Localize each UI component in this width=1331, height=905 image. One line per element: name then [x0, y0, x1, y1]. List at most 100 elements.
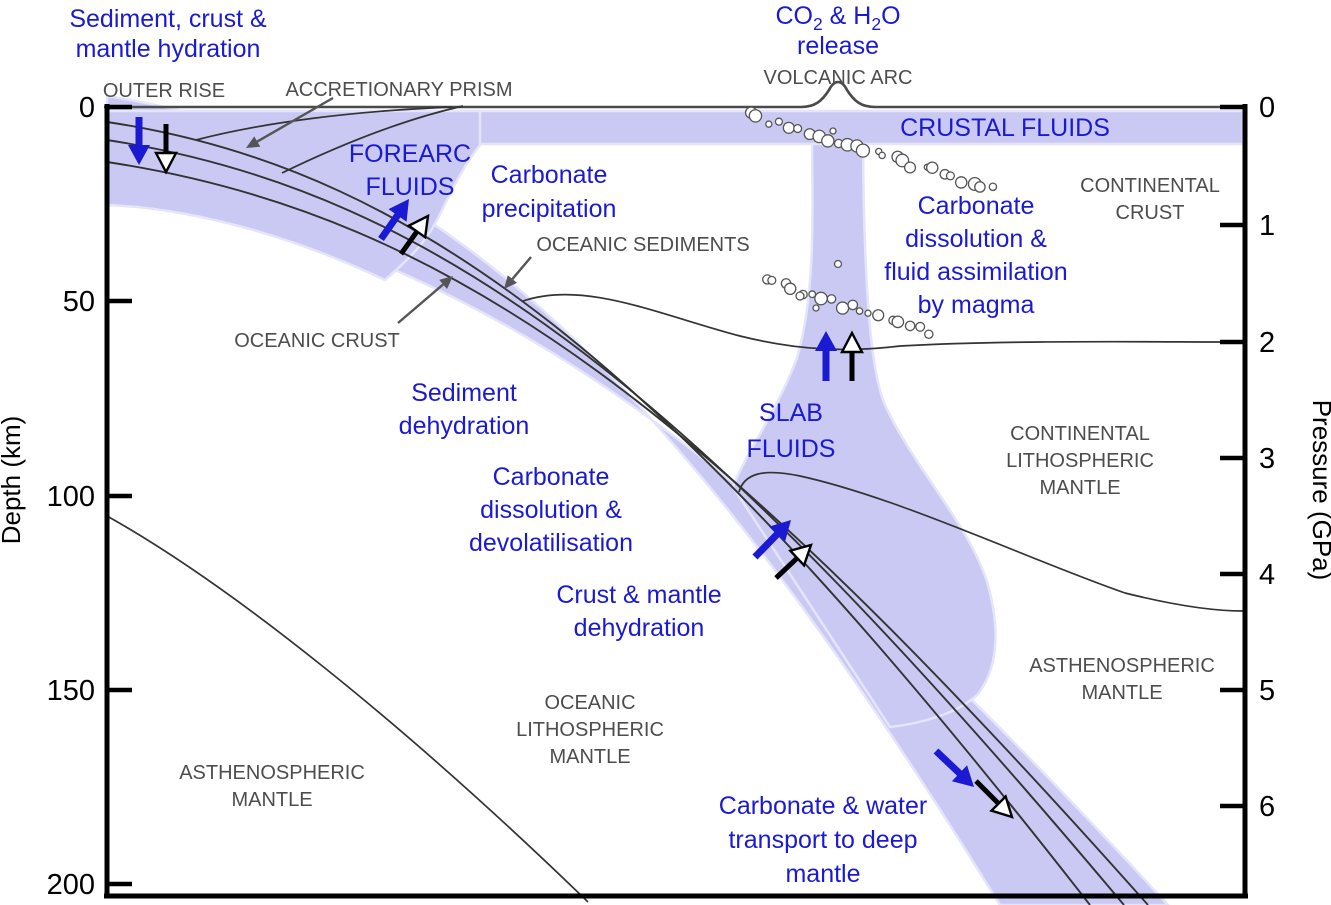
slab-mid-fluid-arrow-open: [774, 543, 813, 580]
magma-bubble-trail-lower-bubble: [835, 301, 850, 315]
magma-bubble-trail-lower-bubble: [924, 329, 934, 339]
slab-line-crust-base: [106, 161, 1149, 905]
continental-moho-line: [522, 293, 1244, 351]
label-oceanic-sediments: OCEANIC SEDIMENTS: [536, 234, 749, 256]
magma-bubble-trail-upper-bubble: [945, 171, 956, 181]
magma-bubble: [812, 304, 820, 312]
magma-bubble: [795, 291, 805, 301]
left-axis-tick-label: 150: [47, 675, 95, 707]
left-axis-title: Depth (km): [0, 416, 26, 545]
magma-bubble-trail-lower-bubble: [891, 315, 905, 329]
right-axis-tick-label: 2: [1259, 327, 1275, 359]
slab-line-crust-top: [106, 139, 1125, 905]
prism-line-outer: [195, 106, 453, 141]
oceanic-sediments-callout-arrow: [504, 256, 532, 289]
label-accretionary-prism: ACCRETIONARY PRISM: [285, 79, 512, 101]
magma-bubble: [833, 259, 843, 269]
magma-bubble-trail-lower-bubble: [847, 299, 859, 311]
slab-deep-fluid-arrow-open-shaft: [974, 779, 1002, 807]
right-axis-tick-label: 6: [1259, 791, 1275, 823]
label-volcanic-arc: VOLCANIC ARC: [764, 67, 913, 89]
forearc-fluids-wedge: [105, 109, 482, 282]
label-outer-rise: OUTER RISE: [103, 80, 225, 102]
magma-bubble-trail-upper-bubble: [774, 117, 784, 126]
magma-bubble-trail-upper-bubble: [748, 109, 763, 123]
magma-bubble-trail-lower-bubble: [783, 282, 797, 296]
magma-bubble-trail-lower-bubble: [864, 309, 872, 317]
accretionary-prism-callout-arrow-head: [246, 136, 261, 148]
flux-arrows: [128, 96, 1014, 819]
magma-bubble-trail-lower-bubble: [915, 321, 926, 332]
forearc-fluid-arrow-open-shaft: [398, 228, 421, 256]
slab-mid-fluid-arrow-blue: [752, 520, 791, 560]
magma-bubble-trail-upper-bubble: [954, 176, 968, 189]
magma-bubble-trail-lower-bubble: [767, 275, 777, 285]
slab-mid-fluid-arrow-blue-shape: [752, 520, 791, 560]
magma-bubble-trail-upper-bubble: [782, 121, 795, 134]
fluid-regions: [105, 94, 1245, 905]
prism-line-inner: [281, 105, 464, 174]
outer-rise-fluid-arrow-open: [154, 124, 178, 175]
magma-bubble-trail-lower-bubble: [855, 307, 864, 315]
continental-lithosphere-base-line: [738, 471, 1244, 612]
oceanic-crust-callout-arrow-shaft: [397, 283, 444, 324]
forearc-fluid-arrow-open: [398, 213, 430, 256]
magma-bubble-trail-lower-bubble: [904, 320, 916, 332]
slab-fluids-plume: [731, 142, 997, 729]
arc-fluid-arrow-blue-shape: [815, 331, 837, 381]
arc-fluid-arrow-open-head: [840, 330, 864, 354]
oceanic-crust-callout-arrow: [397, 276, 453, 324]
right-axis-tick-label: 3: [1259, 443, 1275, 475]
forearc-fluid-arrow-blue-shape: [378, 199, 409, 242]
arc-fluid-arrow-open: [840, 330, 864, 381]
oceanic-sediments-callout-arrow-shaft: [511, 256, 532, 280]
right-axis-tick-label: 4: [1259, 559, 1275, 591]
magma-bubble-trail-lower-bubble: [872, 309, 885, 322]
magma-bubble-trail-upper-bubble: [903, 161, 917, 174]
forearc-fluid-arrow-open-head: [406, 213, 430, 240]
right-axis-title: Pressure (GPa): [1307, 400, 1331, 581]
left-axis-tick-label: 50: [63, 286, 95, 318]
slab-deep-fluid-arrow-blue: [933, 748, 974, 787]
right-axis-tick-label: 5: [1259, 675, 1275, 707]
slab-deep-fluid-arrow-open-head: [989, 794, 1014, 819]
boundary-lines: [104, 80, 1246, 905]
left-axis-tick-label: 200: [47, 869, 95, 901]
magma-bubble-trail-lower-bubble: [808, 290, 817, 299]
accretionary-prism-callout-arrow: [246, 96, 334, 148]
oceanic-sediments-callout-arrow-head: [504, 275, 517, 289]
outer-rise-fluid-arrow-blue: [128, 117, 150, 165]
slab-mid-fluid-arrow-open-shaft: [774, 554, 801, 580]
magma-bubble-trail-upper-bubble: [855, 143, 871, 158]
oceanic-lithosphere-base-line: [106, 515, 589, 903]
surface-line: [104, 80, 1246, 109]
arc-fluid-arrow-blue: [815, 331, 837, 381]
label-sediment-crust-mantle-hydration: Sediment, crust &mantle hydration: [69, 5, 267, 63]
right-axis-tick-label: 0: [1259, 92, 1275, 124]
outer-rise-fluid-arrow-open-head: [154, 151, 178, 175]
accretionary-prism-callout-arrow-shaft: [256, 96, 334, 143]
magma-bubble-trail-upper-bubble: [988, 182, 998, 192]
label-oceanic-crust: OCEANIC CRUST: [234, 330, 400, 352]
forearc-fluid-arrow-blue: [378, 199, 409, 242]
slab-line-sediment-top: [106, 121, 1091, 905]
magma-bubble-trail-upper-bubble: [974, 181, 986, 193]
